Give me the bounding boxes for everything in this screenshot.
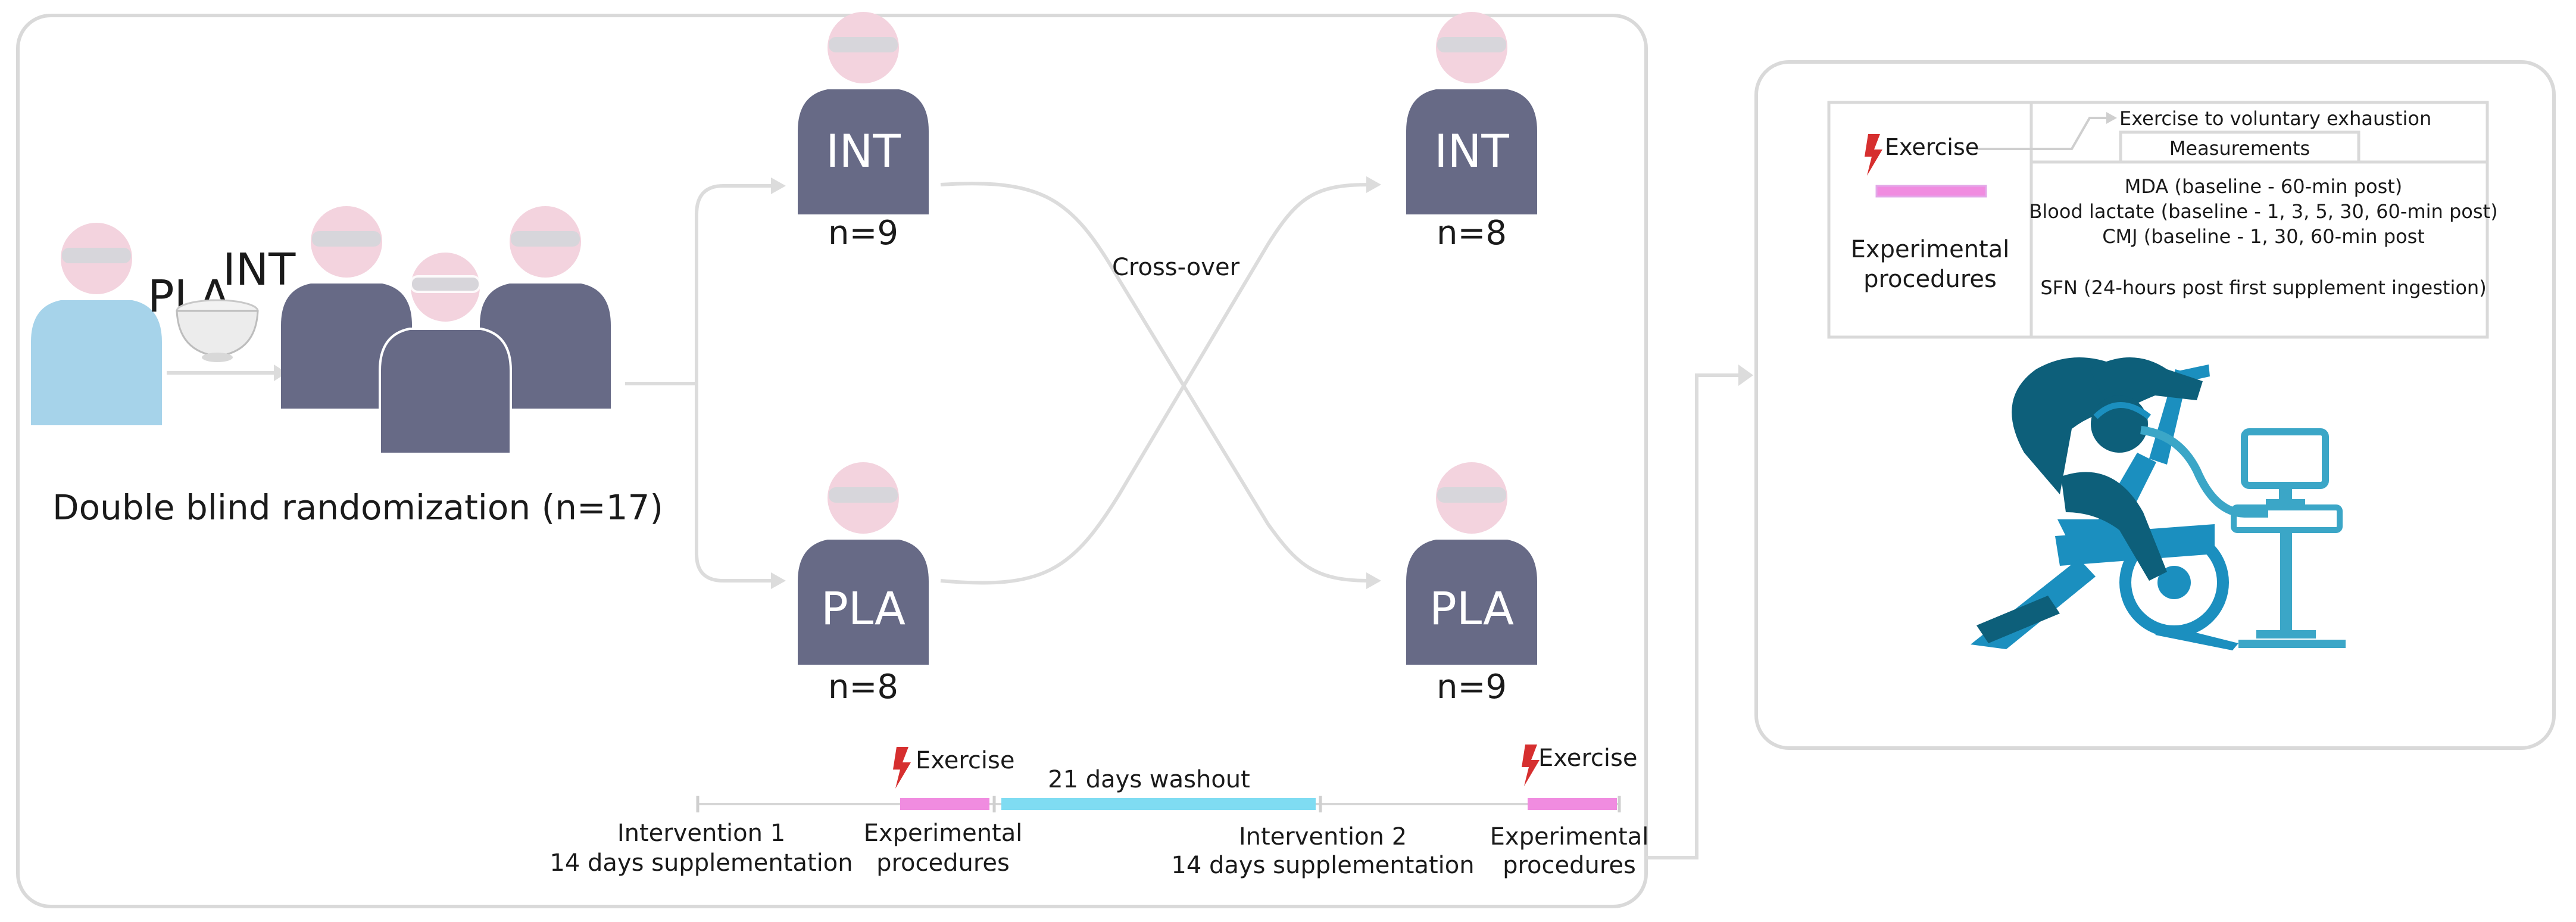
pla-volunteer-icon bbox=[31, 223, 162, 425]
exercise-label-2: Exercise bbox=[1538, 745, 1637, 772]
procedures-2-line-2: procedures bbox=[1503, 852, 1636, 879]
cyclist-ergometer-icon bbox=[1971, 357, 2268, 650]
int-group-2-label: INT bbox=[1434, 124, 1509, 177]
protocol-panel-frame bbox=[1754, 60, 2556, 750]
exhaustion-arrowhead bbox=[2106, 112, 2117, 124]
lightning-icon bbox=[893, 747, 911, 789]
intervention-2-line-1: Intervention 2 bbox=[1239, 823, 1407, 851]
measurement-lactate: Blood lactate (baseline - 1, 3, 5, 30, 6… bbox=[2029, 200, 2497, 223]
protocol-procedure-bar bbox=[1875, 185, 1987, 198]
protocol-procedures-line-2: procedures bbox=[1863, 266, 1997, 293]
int-group-2-n: n=8 bbox=[1437, 214, 1507, 253]
int-group-1-label: INT bbox=[826, 124, 901, 177]
pla-group-1-n: n=8 bbox=[828, 668, 898, 706]
washout-bar bbox=[1001, 798, 1316, 810]
procedures-1-line-1: Experimental bbox=[864, 820, 1023, 847]
lightning-icon bbox=[1522, 745, 1540, 786]
pla-group-2-n: n=9 bbox=[1437, 668, 1507, 706]
int-group-2-icon bbox=[1406, 12, 1537, 214]
measurements-header: Measurements bbox=[2169, 137, 2310, 160]
flow-connectors bbox=[167, 176, 1753, 859]
pla-group-2-label: PLA bbox=[1429, 582, 1514, 635]
measurement-sfn: SFN (24-hours post first supplement inge… bbox=[2040, 276, 2486, 299]
lightning-icon bbox=[1865, 134, 1882, 176]
measurement-mda: MDA (baseline - 60-min post) bbox=[2125, 175, 2403, 198]
exhaustion-arrow bbox=[1975, 117, 2107, 150]
pla-group-1-label: PLA bbox=[821, 582, 905, 635]
protocol-table bbox=[1827, 101, 2489, 339]
intervention-1-line-2: 14 days supplementation bbox=[549, 849, 853, 877]
main-panel-frame bbox=[16, 14, 1648, 908]
procedures-1-line-2: procedures bbox=[876, 849, 1010, 877]
procedure-bar-2 bbox=[1528, 798, 1617, 810]
participant-group-icon bbox=[281, 206, 611, 455]
crossover-label: Cross-over bbox=[1112, 254, 1240, 281]
int-label: INT bbox=[223, 244, 296, 295]
procedures-2-line-1: Experimental bbox=[1490, 823, 1649, 851]
int-group-1-icon bbox=[798, 12, 929, 214]
monitor-icon bbox=[2231, 428, 2346, 648]
int-group-1-n: n=9 bbox=[828, 214, 898, 253]
intervention-2-line-2: 14 days supplementation bbox=[1171, 852, 1474, 879]
protocol-procedures-line-1: Experimental bbox=[1851, 236, 2010, 263]
washout-label: 21 days washout bbox=[1048, 766, 1250, 793]
exercise-label-1: Exercise bbox=[916, 747, 1014, 774]
procedure-bar-1 bbox=[900, 798, 989, 810]
supplement-bowl-icon bbox=[176, 299, 259, 362]
measurement-cmj: CMJ (baseline - 1, 30, 60-min post bbox=[2102, 225, 2425, 248]
exhaustion-label: Exercise to voluntary exhaustion bbox=[2119, 107, 2431, 130]
protocol-exercise-label: Exercise bbox=[1885, 134, 1979, 160]
randomization-label: Double blind randomization (n=17) bbox=[52, 487, 663, 528]
timeline bbox=[696, 796, 1621, 812]
intervention-1-line-1: Intervention 1 bbox=[617, 820, 785, 847]
